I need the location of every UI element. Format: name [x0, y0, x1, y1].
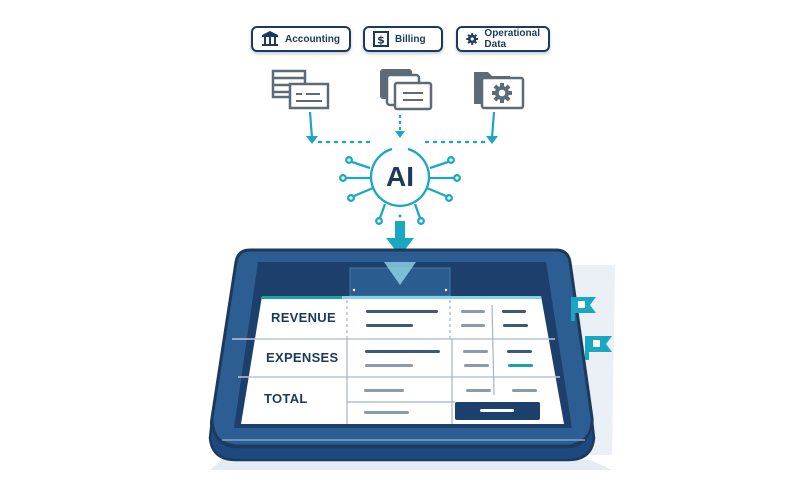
- placeholder-bar: [512, 389, 537, 392]
- svg-text:$: $: [377, 34, 385, 47]
- stacked-documents-icon: [380, 69, 433, 111]
- placeholder-bar: [508, 364, 533, 367]
- arrows-to-ai: [306, 111, 498, 144]
- source-billing: $ Billing: [363, 26, 443, 52]
- placeholder-bar: [466, 389, 491, 392]
- placeholder-bar: [365, 364, 413, 367]
- row-label-revenue: REVENUE: [271, 310, 336, 325]
- placeholder-bar: [366, 310, 438, 313]
- flag-icons: [571, 297, 612, 360]
- source-label: Accounting: [285, 33, 340, 45]
- gear-icon: [466, 33, 479, 45]
- ledger-documents-icon: [271, 69, 330, 110]
- ai-label: AI: [386, 161, 414, 192]
- down-arrow-icon: [386, 214, 414, 256]
- placeholder-bar: [464, 364, 489, 367]
- gear-folder-icon: [474, 72, 525, 110]
- placeholder-bar: [502, 310, 526, 313]
- source-label: Billing: [395, 33, 426, 45]
- placeholder-bar: [364, 411, 409, 414]
- row-label-expenses: EXPENSES: [266, 350, 339, 365]
- placeholder-bar: [463, 350, 488, 353]
- placeholder-bar: [364, 389, 404, 392]
- placeholder-bar: [503, 324, 528, 327]
- placeholder-bar: [461, 310, 485, 313]
- spreadsheet-screen: [232, 296, 564, 424]
- tablet-shadow: [210, 460, 612, 470]
- source-label: Operational Data: [484, 28, 540, 50]
- source-accounting: Accounting: [251, 26, 351, 52]
- placeholder-bar: [365, 350, 440, 353]
- placeholder-bar: [366, 324, 413, 327]
- dollar-document-icon: $: [373, 31, 389, 47]
- placeholder-bar: [461, 324, 485, 327]
- ai-hub-icon: [339, 147, 461, 225]
- row-label-total: TOTAL: [264, 391, 308, 406]
- placeholder-bar: [507, 350, 532, 353]
- source-operational-data: Operational Data: [456, 26, 550, 52]
- bank-icon: [262, 31, 278, 46]
